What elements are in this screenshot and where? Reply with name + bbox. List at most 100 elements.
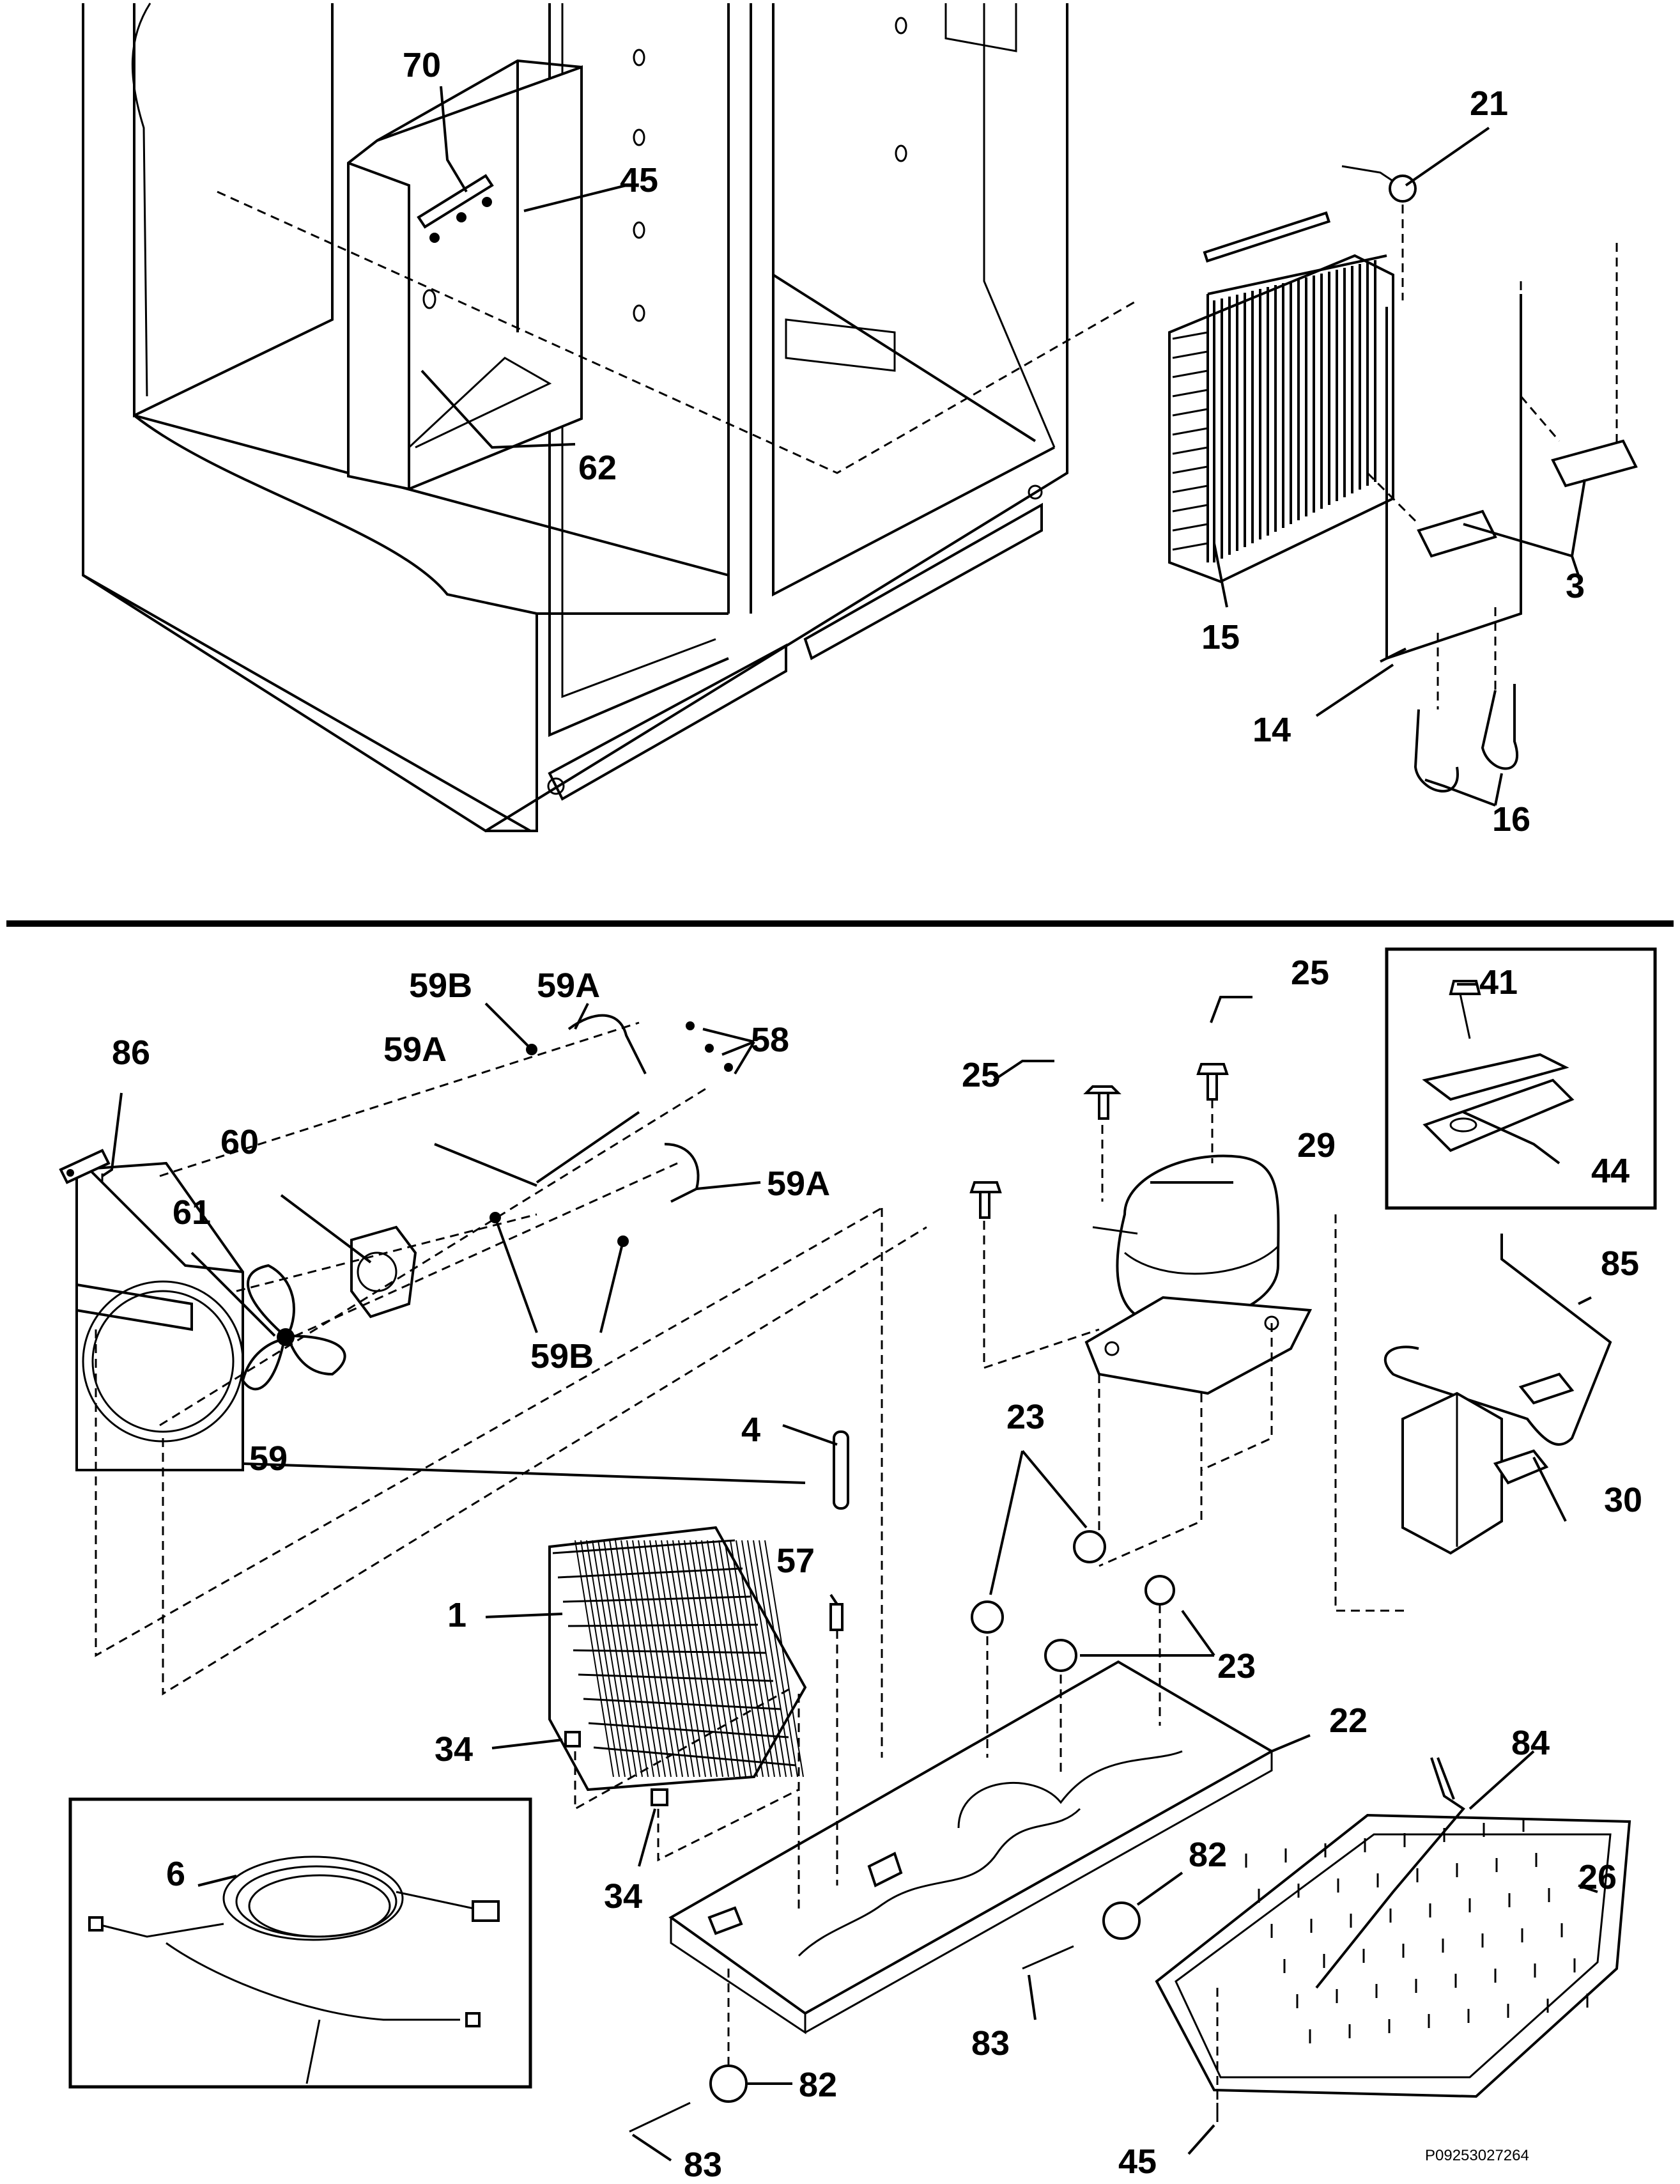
evaporator-coil: [548, 1526, 807, 1792]
callout-25-right: 25: [1291, 954, 1329, 992]
callout-labels: 70 45 62 21 3 15 14 16 86 59B 59A 58 59A…: [112, 46, 1642, 2184]
pins: [629, 1945, 1074, 2133]
fin-line: [701, 1540, 741, 1777]
motor-brackets: [489, 1014, 733, 1247]
top-guide-lines: [217, 190, 1618, 709]
fin-line: [1172, 350, 1208, 359]
callout-84: 84: [1511, 1724, 1550, 1762]
callout-16: 16: [1492, 800, 1530, 839]
fin-line: [753, 1540, 792, 1777]
callout-21: 21: [1470, 84, 1508, 123]
callout-15: 15: [1201, 618, 1240, 656]
fin-line: [759, 1540, 798, 1777]
callout-23-bottom: 23: [1217, 1647, 1256, 1685]
grommets: [971, 1530, 1175, 1672]
fin-line: [580, 1540, 620, 1777]
fin-line: [586, 1540, 626, 1777]
mounting-bolts: [969, 1063, 1229, 1219]
fin-line: [655, 1540, 695, 1777]
fin-line: [643, 1540, 683, 1777]
fin-line: [592, 1540, 631, 1777]
fin-line: [1172, 484, 1208, 493]
hook-clips: [1414, 684, 1519, 793]
callout-41: 41: [1479, 963, 1518, 1002]
fin-line: [609, 1540, 649, 1777]
callout-14: 14: [1252, 711, 1291, 749]
fin-line: [593, 1746, 797, 1767]
rubber-bumpers: [709, 1901, 1141, 2103]
callout-59: 59: [249, 1439, 288, 1478]
leader-lines: [101, 86, 1598, 2162]
diagram-part-code: P09253027264: [1425, 2147, 1529, 2164]
fin-line: [1172, 369, 1208, 378]
callout-57: 57: [776, 1542, 815, 1580]
condenser-coil: [1168, 211, 1394, 584]
fin-line: [1172, 465, 1208, 474]
fin-line: [573, 1649, 766, 1654]
fin-line: [1172, 427, 1208, 436]
fin-line: [562, 1595, 751, 1603]
condenser-bracket: [1380, 294, 1522, 663]
ice-bucket-bracket: [417, 174, 494, 243]
fan-motor: [350, 1225, 417, 1319]
fin-line: [672, 1540, 712, 1777]
fin-line: [747, 1540, 787, 1777]
callout-45-bottom: 45: [1118, 2142, 1157, 2181]
fin-line: [638, 1540, 677, 1777]
fin-line: [603, 1540, 643, 1777]
fin-line: [690, 1540, 729, 1777]
callout-82-right: 82: [1189, 1836, 1227, 1874]
fin-line: [724, 1540, 764, 1777]
callout-82-bottom: 82: [799, 2066, 837, 2104]
wiring-harness-inset: [68, 1797, 532, 2089]
fin-line: [1172, 331, 1208, 340]
base-plate: [668, 1660, 1275, 2034]
fin-line: [678, 1540, 718, 1777]
drier-cap: [1341, 165, 1417, 203]
inset-bracket-box: [1385, 947, 1657, 1210]
ground-clip: [59, 1149, 111, 1184]
callout-85: 85: [1601, 1244, 1639, 1283]
fan-shroud: [75, 1161, 244, 1471]
callout-61: 61: [173, 1193, 211, 1232]
drain-pan: [1155, 1813, 1631, 2098]
condenser-clips: [1417, 439, 1638, 558]
callout-59b-bottom: 59B: [530, 1337, 594, 1375]
callout-30: 30: [1604, 1481, 1642, 1519]
fin-line: [730, 1540, 769, 1777]
callout-70: 70: [403, 46, 441, 84]
callout-59a-right: 59A: [767, 1165, 830, 1203]
fin-line: [626, 1540, 666, 1777]
callout-59a-mid: 59A: [383, 1030, 447, 1069]
compressor: [1084, 1154, 1313, 1395]
start-relay: [1401, 1372, 1575, 1555]
evaporator-clips: [564, 1731, 668, 1806]
bottom-guide-lines: [95, 1021, 1406, 2103]
callout-83-bottom: 83: [684, 2146, 722, 2184]
fin-line: [578, 1673, 774, 1682]
fin-line: [597, 1540, 637, 1777]
ice-bucket: [347, 59, 583, 491]
callout-25-left: 25: [962, 1056, 1000, 1094]
callout-22: 22: [1329, 1701, 1368, 1740]
fin-line: [1172, 542, 1208, 551]
thermistor-clip: [829, 1603, 844, 1631]
fin-line: [632, 1540, 672, 1777]
fin-line: [667, 1540, 706, 1777]
fin-line: [1172, 446, 1208, 455]
fin-line: [741, 1540, 781, 1777]
callout-83-mid: 83: [971, 2024, 1010, 2063]
fin-line: [764, 1540, 804, 1777]
callout-58: 58: [751, 1021, 789, 1059]
callout-59b-top: 59B: [409, 966, 472, 1005]
callout-34-bottom: 34: [604, 1877, 642, 1916]
callout-44: 44: [1591, 1152, 1630, 1190]
fin-line: [736, 1540, 775, 1777]
fin-line: [1172, 504, 1208, 513]
fin-line: [707, 1540, 746, 1777]
callout-4: 4: [741, 1411, 760, 1449]
fin-line: [649, 1540, 689, 1777]
fin-line: [1172, 523, 1208, 532]
callout-59a-top: 59A: [537, 966, 600, 1005]
